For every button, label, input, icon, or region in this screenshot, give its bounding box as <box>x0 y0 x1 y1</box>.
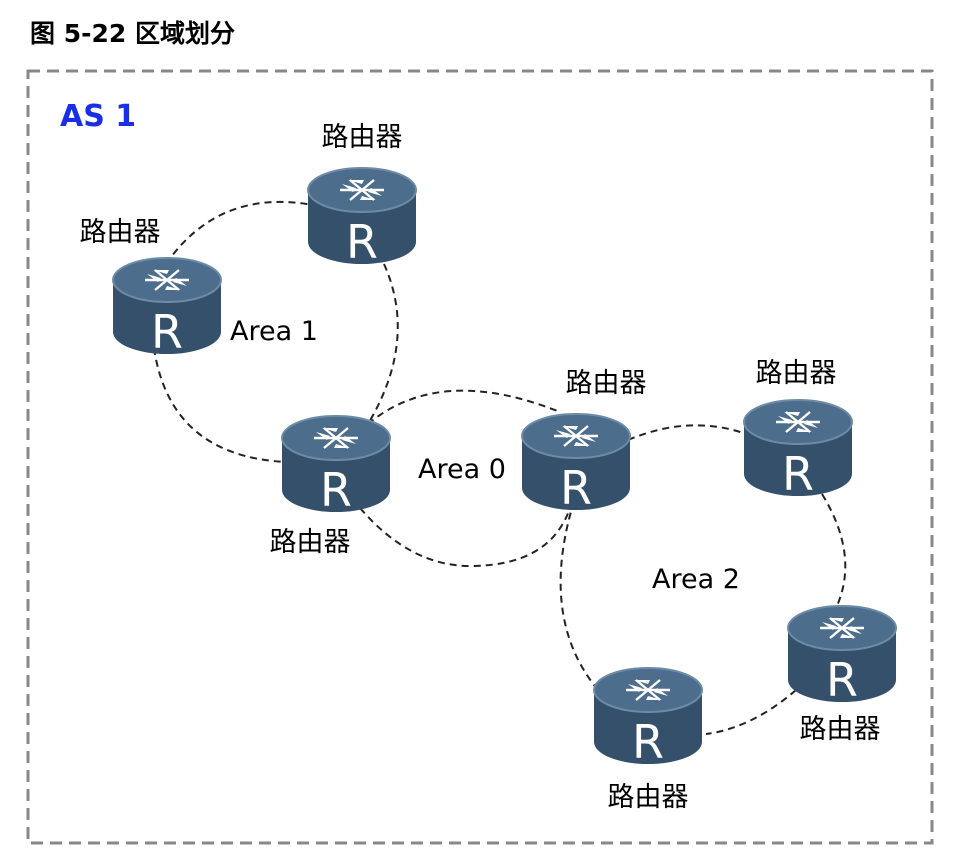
router-r7: R <box>593 667 703 769</box>
figure-title: 图 5-22 区域划分 <box>30 19 235 48</box>
link-r6-r7 <box>705 689 797 735</box>
link-r1-r3 <box>153 347 287 463</box>
router-r3: R <box>281 415 391 517</box>
router-label-r6: 路由器 <box>800 714 881 745</box>
router-r6: R <box>787 605 897 707</box>
router-r1: R <box>112 257 222 359</box>
router-r5: R <box>743 399 853 501</box>
link-r4-r5 <box>627 424 747 441</box>
area-label-0: Area 0 <box>418 454 506 485</box>
router-label-r4: 路由器 <box>566 368 647 399</box>
link-r7-r4 <box>559 507 599 691</box>
router-letter: R <box>826 653 858 707</box>
router-letter: R <box>320 463 352 517</box>
link-r2-r3 <box>367 263 399 425</box>
link-r5-r6 <box>821 493 847 609</box>
as-boundary <box>26 69 934 845</box>
link-r1-r2 <box>165 200 319 265</box>
router-label-r1: 路由器 <box>80 217 161 248</box>
router-letter: R <box>151 305 183 359</box>
router-label-r2: 路由器 <box>322 122 403 153</box>
area-label-2: Area 2 <box>652 564 740 595</box>
link-r3-r4-upper <box>367 389 561 425</box>
links <box>153 200 847 735</box>
router-label-r3: 路由器 <box>270 527 351 558</box>
link-r3-r4-lower <box>359 507 571 568</box>
router-r4: R <box>521 413 631 515</box>
router-letter: R <box>346 215 378 269</box>
area-label-1: Area 1 <box>230 316 318 347</box>
router-letter: R <box>782 447 814 501</box>
router-r2: R <box>307 167 417 269</box>
router-label-r5: 路由器 <box>756 358 837 389</box>
as-label: AS 1 <box>60 99 136 134</box>
router-letter: R <box>560 461 592 515</box>
router-letter: R <box>632 715 664 769</box>
router-label-r7: 路由器 <box>608 782 689 813</box>
